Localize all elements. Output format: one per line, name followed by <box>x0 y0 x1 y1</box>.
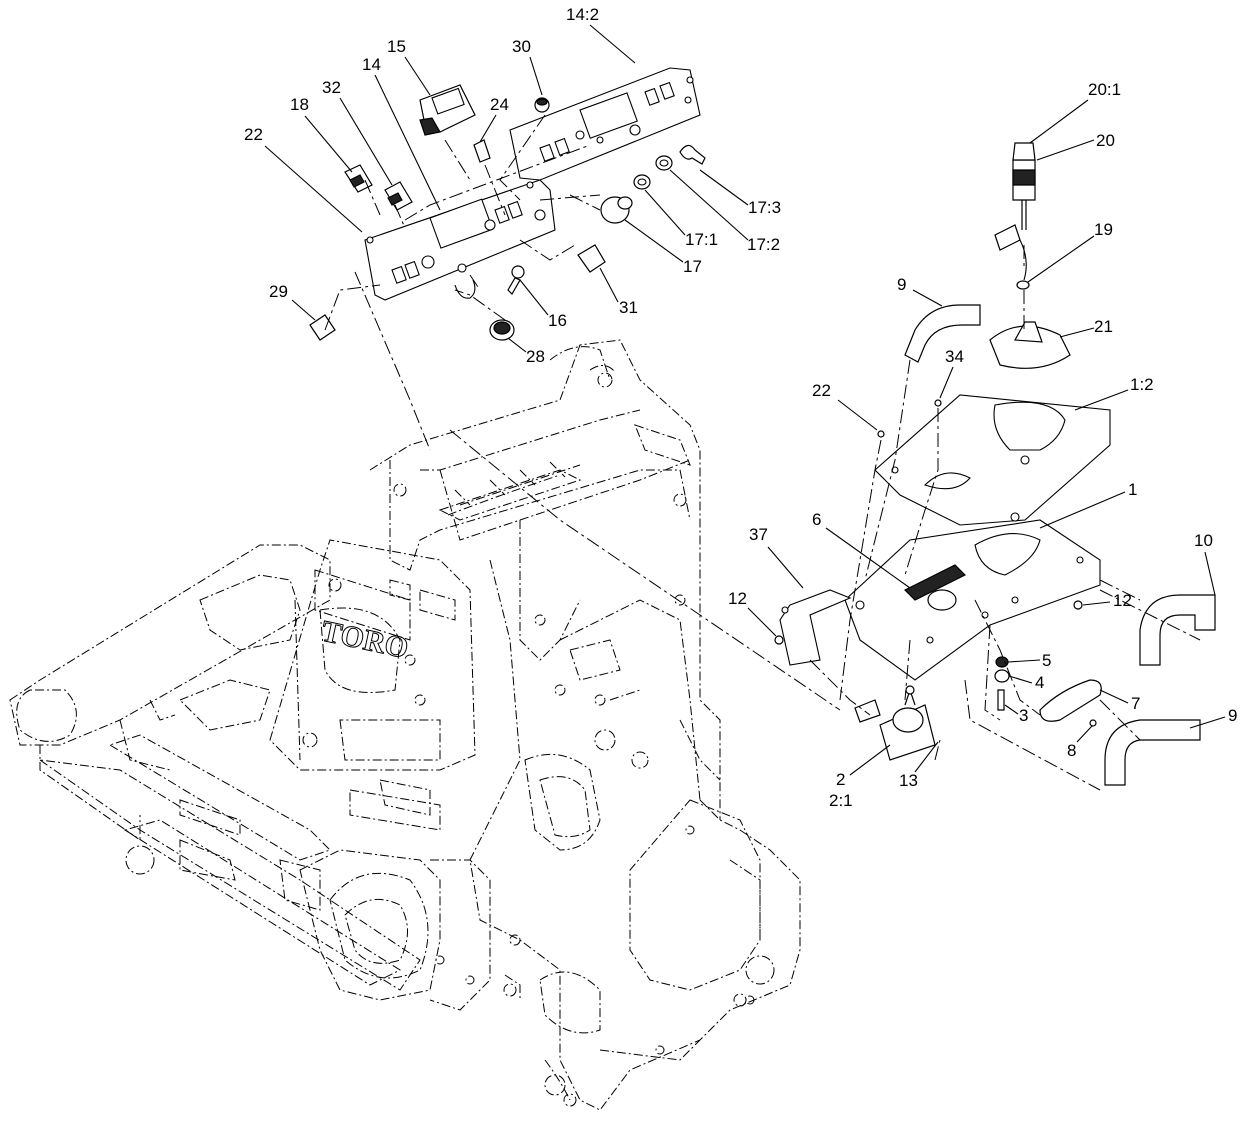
callout-37: 37 <box>749 525 768 544</box>
callout-17-3: 17:3 <box>748 198 781 217</box>
callout-24: 24 <box>490 95 509 114</box>
bulb-16 <box>511 265 525 279</box>
switch-6 <box>903 564 967 601</box>
hose-9-top <box>904 304 981 363</box>
callouts: 14:2 30 15 14 32 24 18 22 17:3 17:1 17:2… <box>244 5 1237 810</box>
callout-22-top: 22 <box>244 125 263 144</box>
callout-14: 14 <box>362 55 381 74</box>
plug-24 <box>473 139 491 163</box>
screw-8 <box>1089 719 1097 727</box>
callout-15: 15 <box>387 37 406 56</box>
joystick-assembly <box>449 142 1216 791</box>
callout-32: 32 <box>322 78 341 97</box>
callout-2: 2 <box>836 770 845 789</box>
frame-logo: TORO <box>319 615 412 666</box>
callout-8: 8 <box>1067 741 1076 760</box>
callout-19: 19 <box>1094 220 1113 239</box>
callout-9-top: 9 <box>897 275 906 294</box>
nut-19 <box>1016 280 1030 290</box>
callout-1-2: 1:2 <box>1130 375 1154 394</box>
callout-6: 6 <box>812 510 821 529</box>
bolt-12-right <box>1073 600 1083 610</box>
callout-20-1: 20:1 <box>1088 80 1121 99</box>
callout-5: 5 <box>1042 651 1051 670</box>
callout-17: 17 <box>683 257 702 276</box>
callout-3: 3 <box>1019 706 1028 725</box>
callout-20: 20 <box>1096 131 1115 150</box>
callout-7: 7 <box>1131 694 1140 713</box>
callout-18: 18 <box>290 95 309 114</box>
callout-13: 13 <box>899 771 918 790</box>
callout-4: 4 <box>1035 673 1044 692</box>
bracket-37 <box>779 589 852 666</box>
callout-31: 31 <box>619 298 638 317</box>
pin-3 <box>997 689 1005 711</box>
callout-30: 30 <box>512 37 531 56</box>
knob-4 <box>994 669 1010 683</box>
plate-1 <box>844 519 1101 681</box>
screw-34 <box>934 399 942 407</box>
callout-34: 34 <box>945 347 964 366</box>
callout-22-right: 22 <box>812 381 831 400</box>
bracket-13 <box>934 739 941 761</box>
callout-29: 29 <box>269 282 288 301</box>
callout-17-1: 17:1 <box>685 230 718 249</box>
hose-10 <box>1139 594 1216 666</box>
callout-21: 21 <box>1094 317 1113 336</box>
callout-12-left: 12 <box>728 589 747 608</box>
callout-28: 28 <box>526 347 545 366</box>
callout-12-right: 12 <box>1113 591 1132 610</box>
control-panel-group <box>309 67 706 451</box>
callout-1: 1 <box>1128 480 1137 499</box>
callout-14-2: 14:2 <box>566 5 599 24</box>
callout-10: 10 <box>1194 531 1213 550</box>
handle-7 <box>1039 679 1102 722</box>
machine-frame: TORO <box>9 339 801 1111</box>
nut-5 <box>995 656 1009 668</box>
boot-21 <box>989 325 1071 369</box>
plate-1-2 <box>874 394 1111 526</box>
switch-31 <box>577 244 606 273</box>
callout-17-2: 17:2 <box>747 235 780 254</box>
key-17-3 <box>679 144 706 165</box>
callout-9-bottom: 9 <box>1228 706 1237 725</box>
callout-2-1: 2:1 <box>829 791 853 810</box>
callout-16: 16 <box>548 311 567 330</box>
hose-9-bottom <box>1104 719 1201 786</box>
screw-22-right <box>877 430 885 438</box>
bolt-12-left <box>774 635 784 645</box>
